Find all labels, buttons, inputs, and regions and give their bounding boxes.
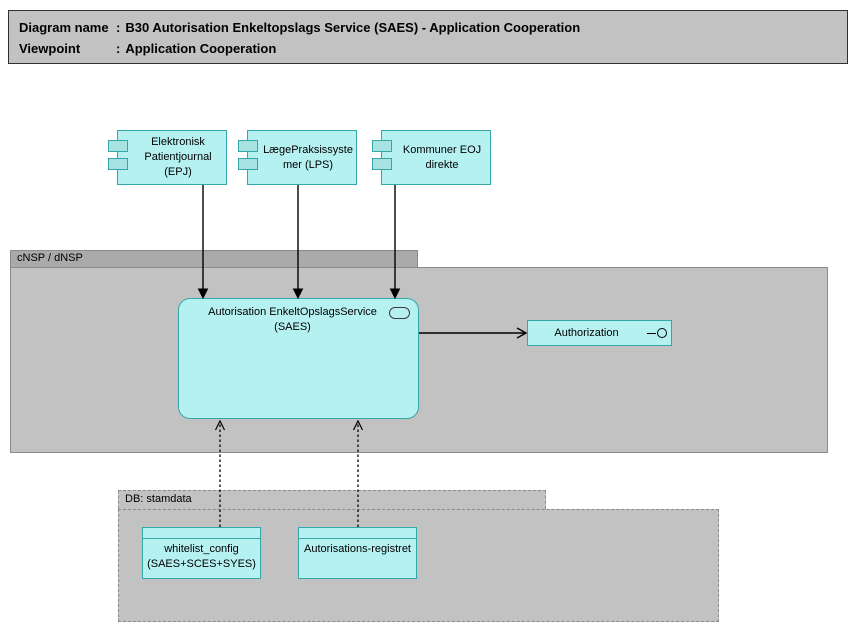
component-epj: Elektronisk Patientjournal (EPJ)	[108, 130, 227, 185]
data-object-autorisationsregistret: Autorisations-registret	[298, 527, 417, 579]
lollipop-stick	[647, 333, 656, 334]
group-db-stamdata-label: DB: stamdata	[125, 493, 192, 505]
component-icon	[108, 158, 128, 170]
component-icon	[372, 140, 392, 152]
diagram-title-block: Diagram name: B30 Autorisation Enkeltopsl…	[8, 10, 848, 64]
viewpoint-label: Viewpoint	[19, 41, 81, 56]
group-db-stamdata-tab: DB: stamdata	[118, 490, 546, 509]
component-lps-label: LægePraksissystemer (LPS)	[263, 143, 353, 171]
diagram-name-value: B30 Autorisation Enkeltopslags Service (…	[125, 20, 581, 35]
lollipop-ball	[657, 328, 667, 338]
group-cnsp-dnsp-tab: cNSP / dNSP	[10, 250, 418, 267]
component-icon	[372, 158, 392, 170]
data-object-whitelist-config-label: whitelist_config (SAES+SCES+SYES)	[147, 543, 256, 570]
data-object-band	[143, 528, 260, 539]
data-object-band	[299, 528, 416, 539]
interface-authorization: Authorization	[527, 320, 672, 346]
application-service-icon	[389, 307, 410, 319]
viewpoint-row: Viewpoint: Application Cooperation	[19, 38, 839, 59]
component-icon	[238, 158, 258, 170]
component-kommuner-eoj-label: Kommuner EOJ direkte	[402, 143, 482, 171]
diagram-name-label: Diagram name	[19, 20, 109, 35]
interface-lollipop-icon	[647, 328, 667, 339]
service-saes: Autorisation EnkeltOpslagsService (SAES)	[178, 298, 419, 419]
component-epj-label: Elektronisk Patientjournal (EPJ)	[144, 136, 212, 178]
data-object-autorisationsregistret-label: Autorisations-registret	[304, 543, 411, 555]
interface-authorization-label: Authorization	[554, 327, 619, 339]
group-cnsp-dnsp-label: cNSP / dNSP	[17, 252, 83, 264]
data-object-whitelist-config: whitelist_config (SAES+SCES+SYES)	[142, 527, 261, 579]
group-cnsp-dnsp-body	[10, 267, 828, 453]
viewpoint-separator: :	[116, 41, 121, 56]
component-icon	[238, 140, 258, 152]
diagram-name-row: Diagram name: B30 Autorisation Enkeltopsl…	[19, 17, 839, 38]
diagram-name-separator: :	[116, 20, 121, 35]
component-lps: LægePraksissystemer (LPS)	[238, 130, 357, 185]
service-saes-label: Autorisation EnkeltOpslagsService (SAES)	[208, 306, 377, 333]
component-kommuner-eoj: Kommuner EOJ direkte	[372, 130, 491, 185]
viewpoint-value: Application Cooperation	[125, 41, 277, 56]
component-icon	[108, 140, 128, 152]
